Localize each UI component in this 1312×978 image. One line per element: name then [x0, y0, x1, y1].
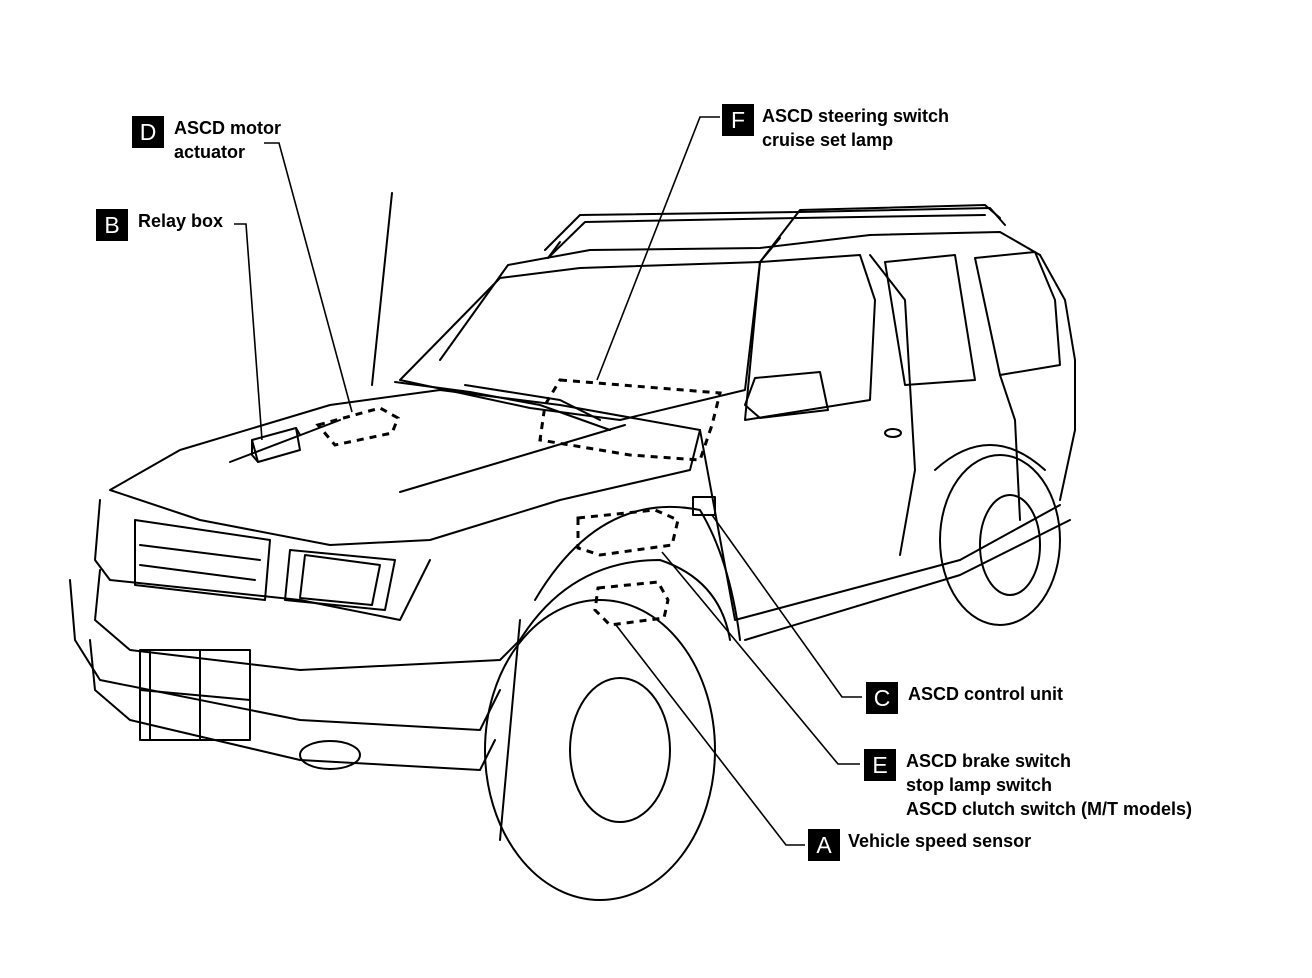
- wiper: [394, 381, 611, 431]
- callout-label: ASCD control unit: [908, 684, 1063, 704]
- callout-speed-sensor: A Vehicle speed sensor: [808, 829, 1031, 861]
- hood: [109, 389, 701, 546]
- relay-box: [251, 427, 301, 463]
- callout-badge: C: [866, 682, 898, 714]
- callout-relay-box: B Relay box: [96, 209, 223, 241]
- callout-steering-switch: F ASCD steering switch cruise set lamp: [722, 104, 949, 152]
- lower-grille: [139, 649, 251, 741]
- callout-badge: E: [864, 749, 896, 781]
- callout-label: ASCD motor actuator: [174, 118, 281, 162]
- steering-switch-location: [538, 378, 722, 462]
- bumper: [94, 569, 521, 671]
- speed-sensor-location: [593, 580, 670, 627]
- body-side: [699, 429, 1061, 621]
- callout-label: ASCD brake switch stop lamp switch ASCD …: [906, 751, 1193, 819]
- callout-badge: A: [808, 829, 840, 861]
- headlamp: [284, 549, 396, 611]
- roof-outline: [439, 231, 1041, 361]
- motor-actuator-location: [315, 406, 400, 447]
- leader-B: [234, 223, 263, 441]
- leader-C: [711, 514, 862, 698]
- leader-E: [661, 551, 860, 765]
- rear-quarter-window: [974, 251, 1061, 376]
- rear-wheel: [939, 454, 1061, 626]
- front-wheel: [484, 599, 716, 901]
- fog-lamp: [299, 740, 361, 770]
- callout-label: ASCD steering switch cruise set lamp: [762, 106, 950, 150]
- suv-line-drawing: [69, 192, 1076, 901]
- leader-A: [615, 624, 805, 846]
- control-unit-box: [692, 496, 716, 516]
- callout-label: Vehicle speed sensor: [848, 831, 1032, 851]
- callout-control-unit: C ASCD control unit: [866, 682, 1063, 714]
- antenna: [371, 192, 393, 386]
- callout-label: Relay box: [138, 211, 224, 231]
- door-handle: [884, 428, 902, 438]
- front-fascia: [94, 499, 431, 621]
- callout-motor-actuator: D ASCD motor actuator: [132, 116, 281, 164]
- callout-badge: D: [132, 116, 164, 148]
- leader-F: [596, 116, 720, 381]
- callout-brake-switch: E ASCD brake switch stop lamp switch ASC…: [864, 749, 1192, 821]
- leader-D: [264, 142, 353, 413]
- front-door-window: [744, 254, 876, 421]
- grille: [134, 519, 271, 601]
- side-mirror: [744, 371, 829, 419]
- front-wheel-arch: [534, 505, 741, 641]
- callout-badge: F: [722, 104, 754, 136]
- callout-badge: B: [96, 209, 128, 241]
- brake-switch-location: [576, 508, 680, 557]
- rear-door-window: [884, 254, 976, 386]
